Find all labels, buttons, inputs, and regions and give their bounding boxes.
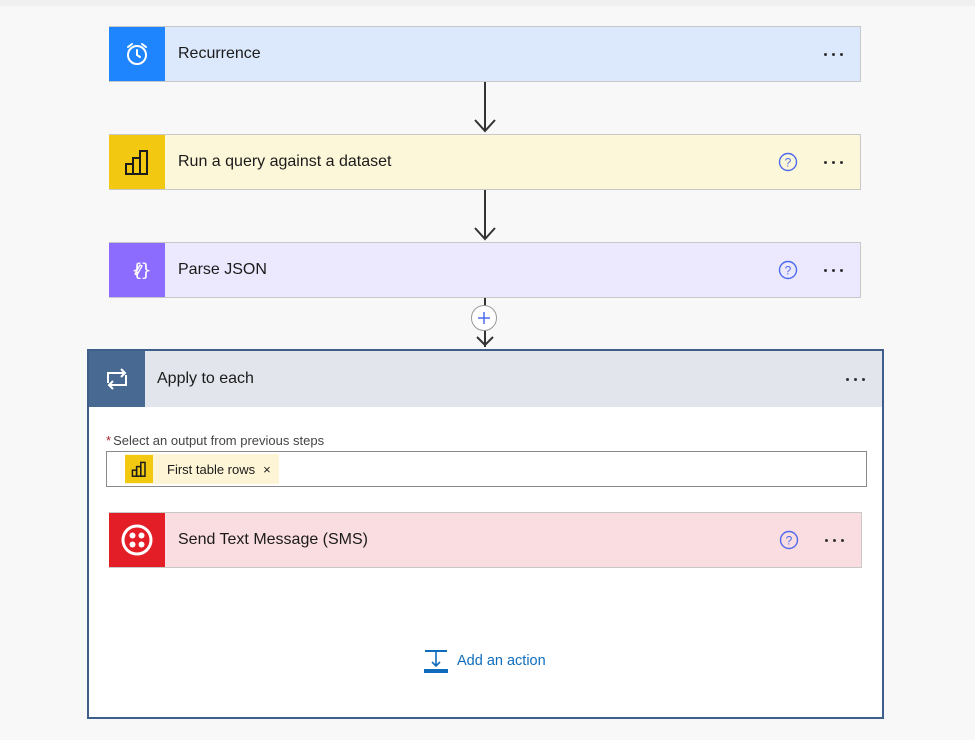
scope-title: Apply to each	[157, 370, 254, 387]
svg-text:?: ?	[785, 264, 792, 278]
svg-text:}: }	[141, 260, 152, 281]
ellipsis-icon	[823, 268, 843, 272]
json-braces-icon: { }	[109, 243, 165, 297]
twilio-icon	[109, 513, 165, 567]
more-options-button[interactable]	[840, 369, 870, 389]
add-action-button[interactable]: Add an action	[423, 648, 546, 674]
step-card-recurrence[interactable]: Recurrence	[109, 26, 861, 82]
more-options-button[interactable]	[819, 530, 849, 550]
help-icon[interactable]: ?	[778, 260, 798, 280]
dynamic-content-token[interactable]: First table rows ×	[125, 454, 279, 484]
step-card-send-sms[interactable]: Send Text Message (SMS) ?	[109, 512, 862, 568]
step-title: Parse JSON	[178, 261, 267, 278]
svg-text:?: ?	[785, 156, 792, 170]
insert-step-button[interactable]	[471, 305, 497, 331]
step-card-run-query[interactable]: Run a query against a dataset ?	[109, 134, 861, 190]
add-action-label: Add an action	[457, 653, 546, 669]
ellipsis-icon	[824, 538, 844, 542]
power-bi-icon	[109, 135, 165, 189]
required-mark: *	[106, 433, 112, 448]
output-select-field[interactable]: First table rows ×	[106, 451, 867, 487]
step-card-parse-json[interactable]: { } Parse JSON ?	[109, 242, 861, 298]
field-label: *Select an output from previous steps	[106, 433, 324, 448]
svg-text:?: ?	[786, 534, 793, 548]
help-icon[interactable]: ?	[779, 530, 799, 550]
field-label-text: Select an output from previous steps	[113, 433, 325, 448]
scope-header[interactable]: Apply to each	[89, 351, 882, 407]
plus-icon	[478, 312, 490, 324]
more-options-button[interactable]	[818, 260, 848, 280]
ellipsis-icon	[845, 377, 865, 381]
add-action-icon	[424, 650, 448, 673]
apply-to-each-scope: Apply to each *Select an output from pre…	[87, 349, 884, 719]
power-bi-icon	[125, 455, 153, 483]
help-icon[interactable]: ?	[778, 152, 798, 172]
loop-icon	[89, 351, 145, 407]
ellipsis-icon	[823, 160, 843, 164]
remove-token-button[interactable]: ×	[263, 461, 271, 477]
step-title: Run a query against a dataset	[178, 153, 392, 170]
ellipsis-icon	[823, 52, 843, 56]
token-label: First table rows	[167, 461, 256, 477]
step-title: Send Text Message (SMS)	[178, 531, 369, 548]
alarm-clock-icon	[109, 27, 165, 81]
step-title: Recurrence	[178, 45, 261, 62]
top-strip	[0, 0, 975, 6]
more-options-button[interactable]	[818, 44, 848, 64]
more-options-button[interactable]	[818, 152, 848, 172]
